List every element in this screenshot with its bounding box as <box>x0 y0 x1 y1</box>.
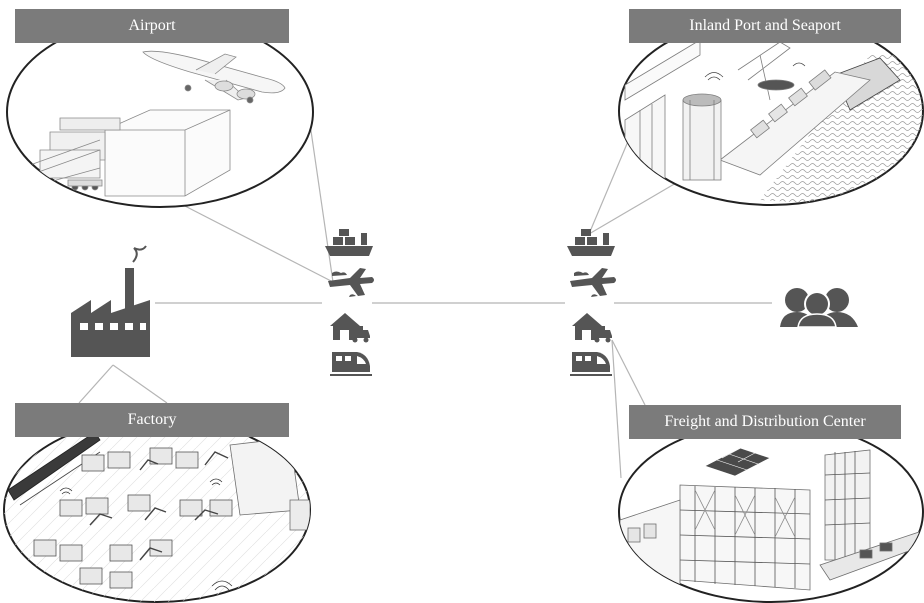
factory-callout-line-1 <box>78 364 114 404</box>
warehouse-truck-icon <box>330 313 370 343</box>
freight-label: Freight and Distribution Center <box>629 405 901 439</box>
airport-callout-line-1 <box>309 123 334 283</box>
seaport-label: Inland Port and Seaport <box>629 9 901 43</box>
cargo-ship-icon <box>325 229 373 256</box>
airport-label: Airport <box>15 9 289 43</box>
port-callout-line-1 <box>588 182 677 235</box>
freight-callout-line-2 <box>611 339 646 406</box>
factory-floor-illustration <box>3 417 311 603</box>
freight-callout-line-1 <box>611 339 622 479</box>
train-icon <box>330 352 372 376</box>
airplane-icon <box>570 268 616 297</box>
seaport-illustration <box>618 16 924 206</box>
connector-lines <box>78 119 772 479</box>
warehouse-truck-icon <box>572 313 612 343</box>
transport-hub-right <box>567 229 616 376</box>
train-icon <box>570 352 612 376</box>
factory-callout-line-2 <box>112 364 168 404</box>
distribution-center-illustration <box>618 421 924 603</box>
factory-label: Factory <box>15 403 289 437</box>
airport-illustration <box>6 16 314 208</box>
factory-icon <box>71 245 150 357</box>
airplane-icon <box>328 268 374 297</box>
cargo-ship-icon <box>567 229 615 256</box>
people-group-icon <box>780 288 858 328</box>
airport-callout-line-2 <box>182 204 334 283</box>
transport-hub-left <box>325 229 374 376</box>
